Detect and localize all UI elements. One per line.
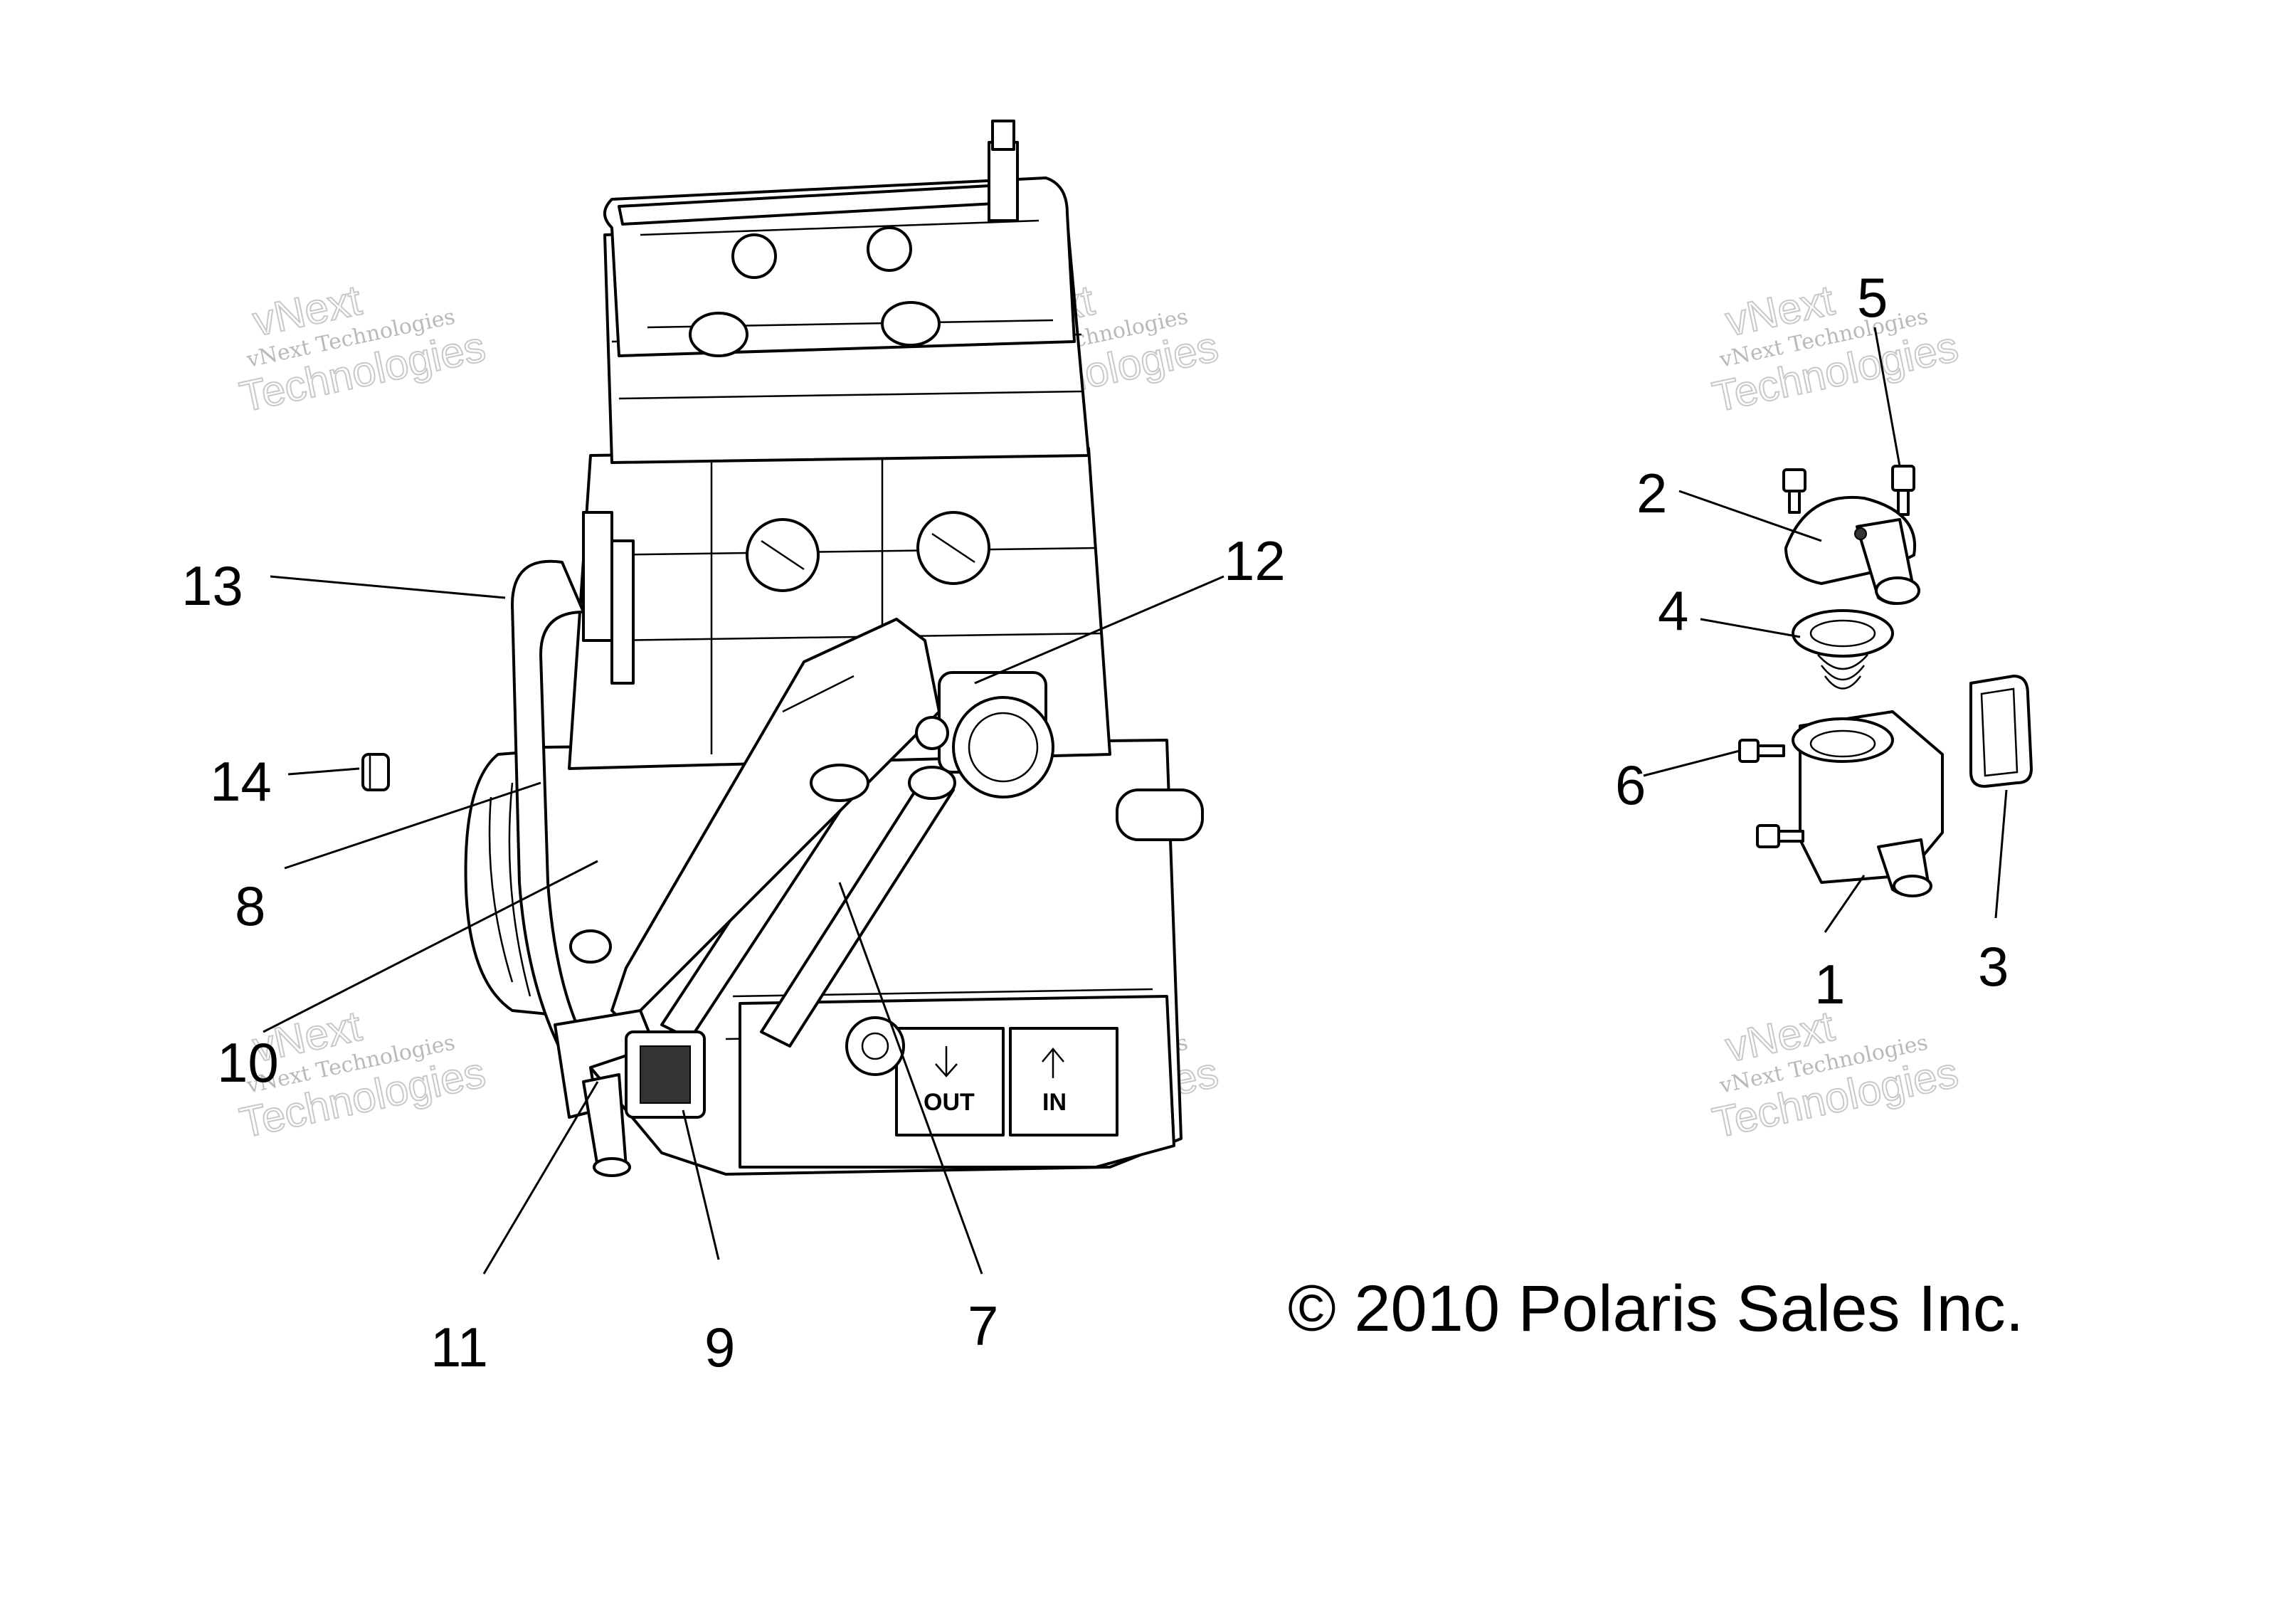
copyright-notice: © 2010 Polaris Sales Inc. [1288, 1272, 2023, 1345]
thermostat-housing-1 [1756, 710, 1944, 897]
spark-plug-well [689, 312, 748, 357]
hose-clamp [569, 929, 612, 964]
watermark: vNext vNext Technologies Technologies [235, 275, 490, 422]
bolt-6 [1738, 739, 1785, 763]
drain-plug [845, 1016, 905, 1076]
thermostat-4 [1792, 609, 1894, 690]
hose-clamp [908, 766, 956, 800]
sensor-tube [610, 539, 635, 685]
injector [731, 233, 777, 279]
spark-plug-well [881, 301, 941, 347]
hose-clamp [810, 764, 869, 802]
housing-panel [895, 1027, 1005, 1137]
water-pump [625, 1030, 706, 1119]
hose-clamp [915, 716, 949, 750]
callout-5: 5 [1857, 266, 1888, 329]
watermark: vNext vNext Technologies Technologies [1708, 275, 1963, 422]
valve-cover [603, 176, 1076, 357]
engine-assembly: OUT IN [464, 120, 1204, 1177]
housing-panel [1009, 1027, 1118, 1137]
coolant-fitting-end [593, 1157, 631, 1177]
callout-14: 14 [210, 750, 272, 813]
gasket-3 [1969, 675, 2033, 788]
callout-6: 6 [1615, 754, 1646, 816]
callout-9: 9 [704, 1316, 735, 1378]
callout-2: 2 [1636, 462, 1667, 524]
in-stamp: IN [1042, 1089, 1067, 1116]
plug-cap-14 [361, 753, 390, 791]
callout-10: 10 [217, 1031, 279, 1094]
callout-labels: 1 2 3 4 5 6 7 8 9 10 11 12 13 14 [181, 266, 2009, 1378]
engine-thermostat-housing [938, 671, 1054, 798]
fuel-rail-fitting [988, 141, 1019, 222]
callout-11: 11 [430, 1316, 488, 1378]
out-stamp: OUT [924, 1089, 975, 1116]
cover-bolt [1782, 468, 1806, 514]
callout-4: 4 [1658, 579, 1688, 642]
lower-radiator-hose [610, 618, 941, 1026]
coolant-outlet [1116, 789, 1204, 841]
callout-3: 3 [1978, 935, 2009, 998]
injector [867, 226, 912, 272]
dipstick-tube [582, 511, 613, 642]
callout-13: 13 [181, 554, 243, 617]
fuel-rail-fitting-top [991, 120, 1015, 151]
thermostat-exploded-assembly [1738, 465, 2033, 897]
callout-7: 7 [968, 1294, 998, 1357]
thermostat-cover-2 [1784, 495, 1920, 605]
callout-8: 8 [235, 875, 265, 937]
callout-1: 1 [1814, 953, 1845, 1016]
callout-12: 12 [1224, 529, 1286, 592]
bolt-5 [1891, 465, 1915, 516]
leader-lines [263, 327, 2008, 1275]
upper-hose-loop [511, 559, 585, 1055]
